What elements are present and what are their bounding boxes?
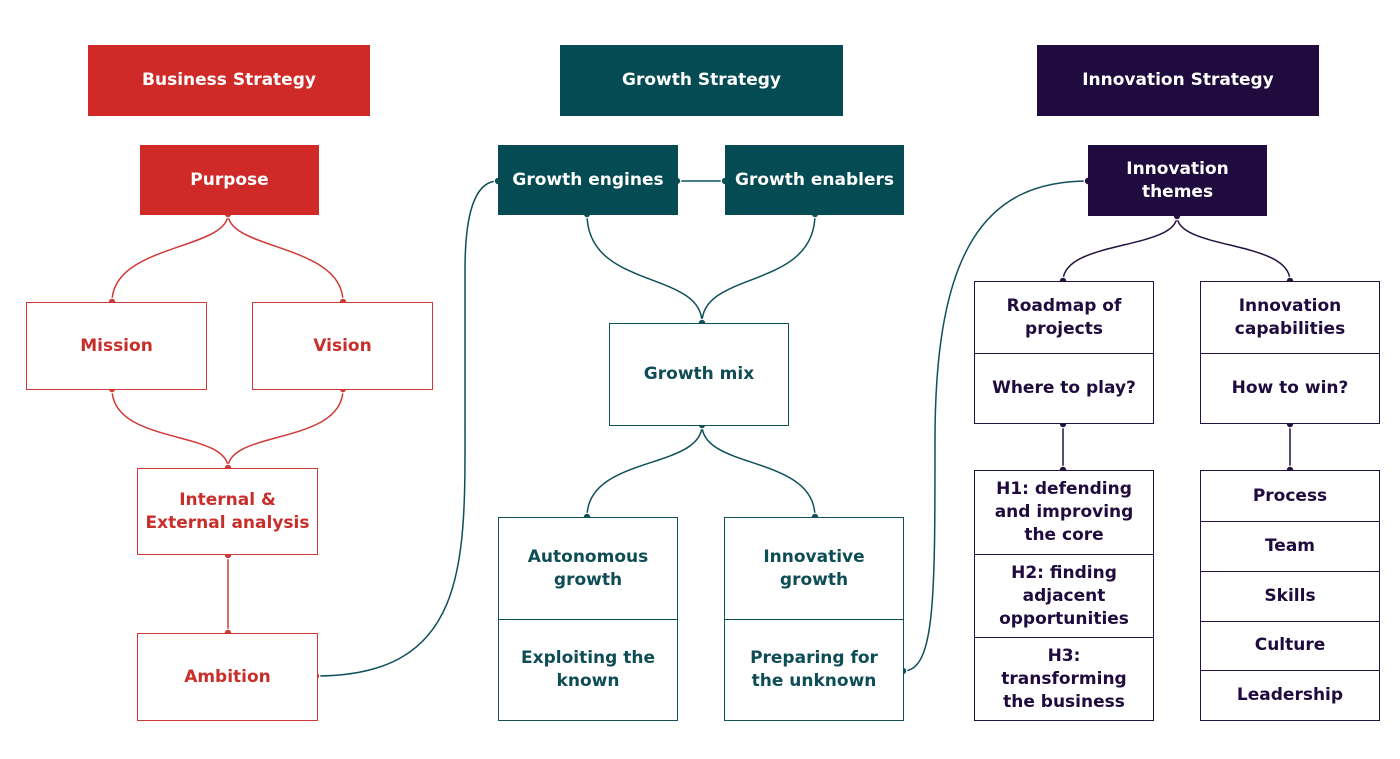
- card-divider: [1201, 621, 1379, 622]
- connector-mission-analysis: [111, 388, 229, 469]
- purpose-box: Purpose: [140, 145, 319, 215]
- capabilities-card: Innovation capabilities How to win?: [1200, 281, 1380, 424]
- growth-enablers-box: Growth enablers: [725, 145, 904, 215]
- card-divider: [1201, 670, 1379, 671]
- horizon-h1: H1: defending and improving the core: [994, 479, 1134, 545]
- capability-items-card: Process Team Skills Culture Leadership: [1200, 470, 1380, 721]
- capability-culture: Culture: [1254, 635, 1326, 655]
- innovative-growth-card: Innovative growth Preparing for the unkn…: [724, 517, 904, 721]
- growth-mix-box: Growth mix: [609, 323, 789, 426]
- autonomous-growth-card: Autonomous growth Exploiting the known: [498, 517, 678, 721]
- connector-engines-mix: [586, 213, 703, 324]
- connector-ambition-engines: [315, 180, 499, 677]
- card-divider: [975, 637, 1153, 638]
- capability-process: Process: [1252, 485, 1328, 506]
- card-divider: [975, 554, 1153, 555]
- horizon-h2: H2: finding adjacent opportunities: [999, 562, 1129, 629]
- how-to-win-label: How to win?: [1231, 378, 1349, 398]
- connector-themes-roadmap: [1062, 215, 1178, 282]
- connector-purpose-mission: [111, 213, 229, 303]
- innovation-themes-box: Innovation themes: [1088, 145, 1267, 216]
- mission-box: Mission: [26, 302, 207, 390]
- where-to-play-label: Where to play?: [992, 378, 1136, 398]
- connector-mix-innovative: [701, 424, 816, 518]
- business-strategy-header: Business Strategy: [88, 45, 370, 116]
- vision-box: Vision: [252, 302, 433, 390]
- horizons-card: H1: defending and improving the core H2:…: [974, 470, 1154, 721]
- card-divider: [975, 353, 1153, 354]
- roadmap-card: Roadmap of projects Where to play?: [974, 281, 1154, 424]
- connector-enablers-mix: [701, 213, 816, 324]
- innovation-strategy-header: Innovation Strategy: [1037, 45, 1319, 116]
- connector-themes-capabilities: [1176, 215, 1291, 282]
- card-divider: [725, 619, 903, 620]
- capability-leadership: Leadership: [1236, 684, 1344, 705]
- horizon-h3: H3: transforming the business: [1001, 645, 1127, 712]
- growth-engines-box: Growth engines: [498, 145, 678, 215]
- connector-unknown-themes: [902, 180, 1089, 672]
- capability-team: Team: [1264, 535, 1316, 556]
- ambition-box: Ambition: [137, 633, 318, 721]
- exploiting-known-label: Exploiting the known: [521, 648, 655, 691]
- capability-skills: Skills: [1264, 585, 1316, 606]
- analysis-box: Internal & External analysis: [137, 468, 318, 555]
- connector-mix-autonomous: [586, 424, 703, 518]
- card-divider: [1201, 521, 1379, 522]
- autonomous-growth-title: Autonomous growth: [527, 546, 649, 590]
- connector-purpose-vision: [227, 213, 344, 303]
- innovative-growth-title: Innovative growth: [763, 546, 865, 590]
- preparing-unknown-label: Preparing for the unknown: [750, 648, 878, 691]
- capabilities-title: Innovation capabilities: [1234, 295, 1346, 339]
- card-divider: [1201, 353, 1379, 354]
- card-divider: [1201, 571, 1379, 572]
- roadmap-title: Roadmap of projects: [1006, 295, 1122, 339]
- growth-strategy-header: Growth Strategy: [560, 45, 843, 116]
- card-divider: [499, 619, 677, 620]
- connector-vision-analysis: [227, 388, 344, 469]
